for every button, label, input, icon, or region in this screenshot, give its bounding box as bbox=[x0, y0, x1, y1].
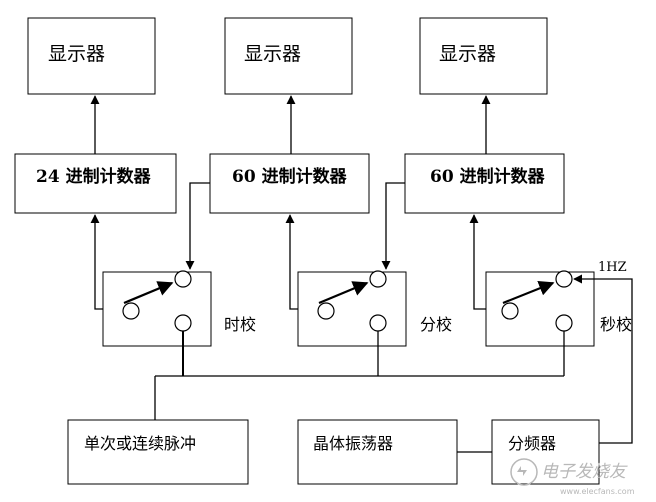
counter-box-60-minutes: 60 进制计数器 bbox=[209, 153, 370, 214]
watermark-logo-icon bbox=[510, 458, 538, 486]
display-box-seconds: 显示器 bbox=[419, 17, 548, 95]
counter-label: 60 进制计数器 bbox=[232, 166, 348, 187]
oscillator-box: 晶体振荡器 bbox=[297, 419, 458, 485]
display-box-hours: 显示器 bbox=[27, 17, 156, 95]
counter-box-60-seconds: 60 进制计数器 bbox=[404, 153, 565, 214]
arrow-1hz-to-second-switch bbox=[573, 274, 633, 444]
freq-label: 1HZ bbox=[598, 260, 627, 275]
switch-box-minutes bbox=[297, 270, 407, 347]
switch-label-seconds: 秒校 bbox=[600, 315, 632, 334]
switch-label-minutes: 分校 bbox=[420, 315, 452, 334]
pulse-source-label: 单次或连续脉冲 bbox=[84, 434, 196, 453]
counter-box-24: 24 进制计数器 bbox=[14, 153, 177, 214]
arrow-carry-to-hour-switch bbox=[185, 182, 210, 270]
watermark-url: www.elecfans.com bbox=[560, 487, 635, 496]
arrow-carry-to-minute-switch bbox=[381, 182, 405, 270]
watermark-text: 电子发烧友 bbox=[541, 462, 628, 482]
arrow-switch-to-counter bbox=[285, 214, 298, 310]
arrow-switch-to-counter bbox=[90, 214, 103, 310]
watermark: 电子发烧友 www.elecfans.com bbox=[510, 458, 635, 496]
switch-box-hours bbox=[102, 270, 212, 347]
display-label: 显示器 bbox=[48, 43, 105, 65]
oscillator-label: 晶体振荡器 bbox=[313, 434, 393, 453]
display-label: 显示器 bbox=[244, 43, 301, 65]
switch-box-seconds bbox=[485, 270, 595, 347]
arrow-switch-to-counter bbox=[469, 214, 486, 310]
counter-label: 60 进制计数器 bbox=[430, 166, 546, 187]
switch-label-hours: 时校 bbox=[224, 315, 256, 334]
display-label: 显示器 bbox=[439, 43, 496, 65]
display-box-minutes: 显示器 bbox=[224, 17, 353, 95]
pulse-source-box: 单次或连续脉冲 bbox=[67, 419, 249, 485]
counter-label: 24 进制计数器 bbox=[36, 166, 152, 187]
divider-label: 分频器 bbox=[508, 434, 556, 453]
